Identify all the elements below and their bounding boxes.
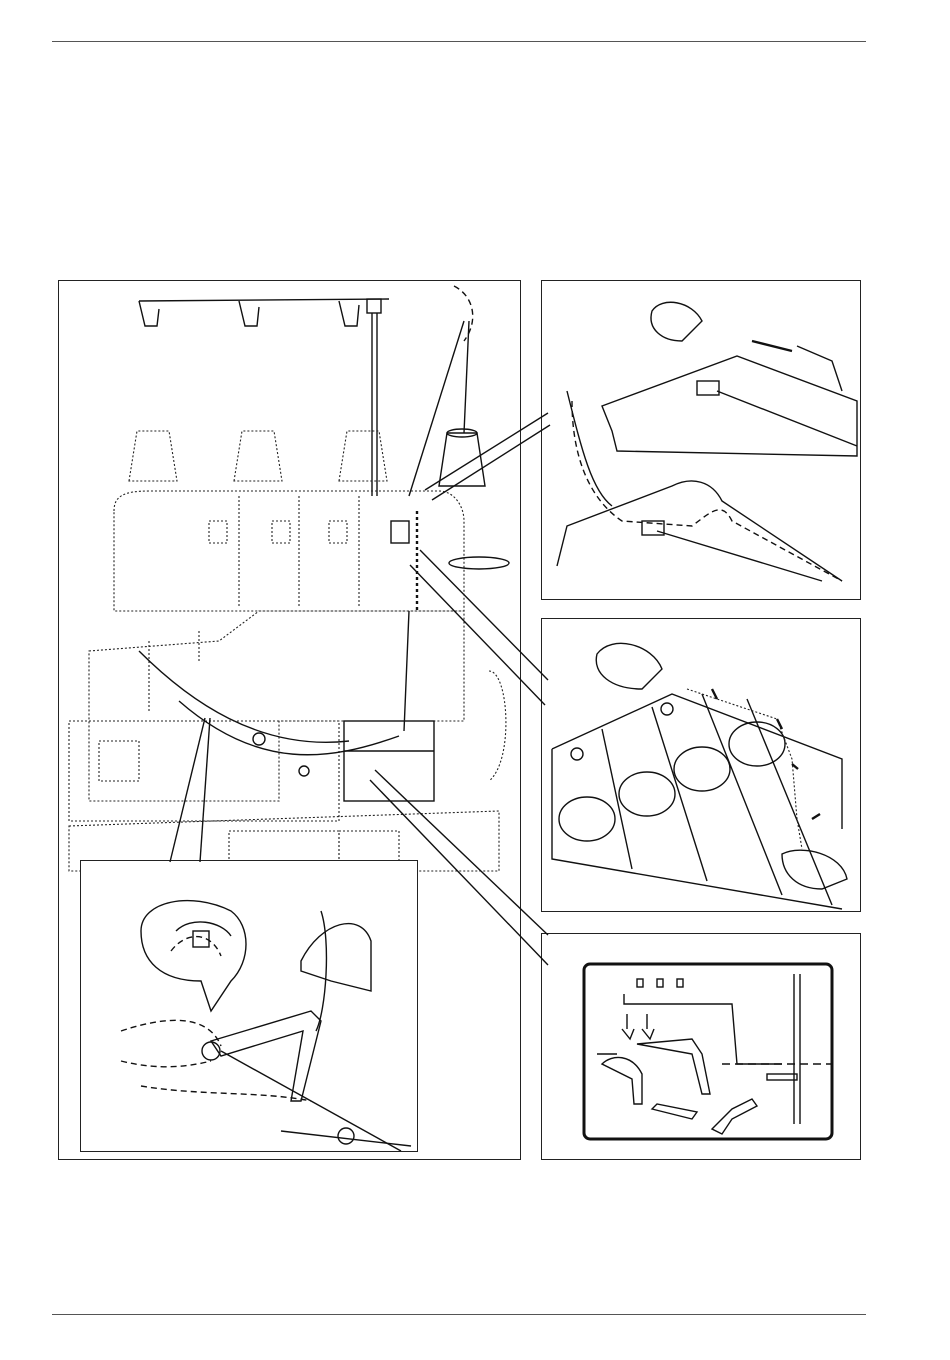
header-rule xyxy=(52,41,866,42)
footer-rule xyxy=(52,1314,866,1315)
tension-dials-figure xyxy=(541,618,861,912)
looper-diagram-figure xyxy=(541,933,861,1160)
inset-looper-figure xyxy=(80,860,418,1152)
lower-looper-icon xyxy=(81,861,417,1151)
tension-dials-icon xyxy=(542,619,860,911)
thread-guide-figure xyxy=(541,280,861,600)
thread-guide-icon xyxy=(542,281,860,599)
looper-diagram-icon xyxy=(542,934,860,1159)
